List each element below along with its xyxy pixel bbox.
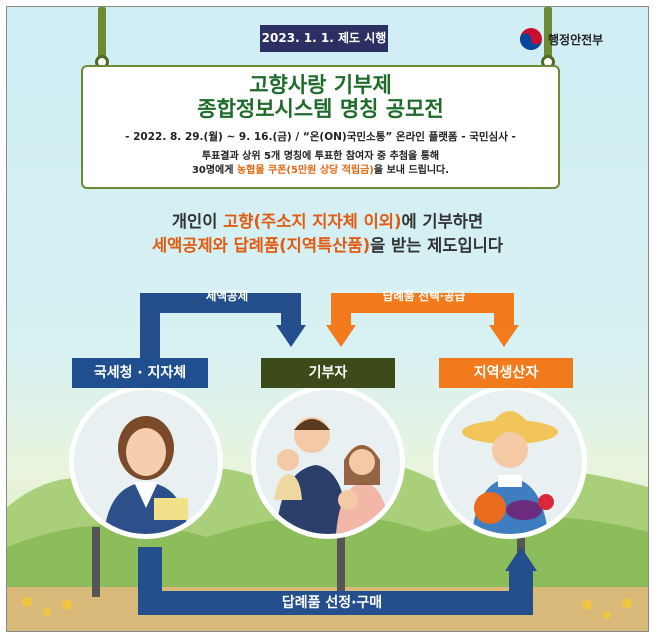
tax-credit-label: 세액공제 — [205, 289, 249, 303]
launch-date-badge: 2023. 1. 1. 제도 시행 — [260, 25, 388, 52]
board-title-line1: 고향사랑 기부제 — [249, 73, 392, 97]
donor-illustration — [251, 385, 405, 539]
ministry-name: 행정안전부 — [548, 32, 604, 47]
tax-credit-arrowhead — [276, 325, 306, 347]
desc-text-c: 에 기부하면 — [401, 212, 484, 231]
board-title-line2: 종합정보시스템 명칭 공모전 — [197, 97, 444, 121]
gift-to-donor-arrow — [331, 293, 504, 325]
gift-to-producer-arrowhead — [489, 325, 519, 347]
tax-office-box: 국세청 · 지자체 — [72, 358, 208, 388]
gift-purchase-arrow — [138, 547, 533, 615]
flow-diagram — [138, 293, 537, 615]
reward-info-line2: 30명에게 농협몰 쿠폰(5만원 상당 적립금)을 보내 드립니다. — [83, 164, 558, 178]
system-description: 개인이 고향(주소지 지자체 이외)에 기부하면 세액공제와 답례품(지역특산품… — [7, 210, 648, 258]
desc-highlight-hometown: 고향(주소지 지자체 이외) — [223, 212, 402, 231]
description-line2: 세액공제와 답례품(지역특산품)을 받는 제도입니다 — [7, 234, 648, 258]
poster: 2023. 1. 1. 제도 시행 행정안전부 고향사랑 기부제 종합정보시스템… — [6, 6, 649, 632]
taegeuk-logo-icon — [520, 28, 542, 50]
gift-to-donor-arrowhead — [326, 325, 356, 347]
description-line1: 개인이 고향(주소지 지자체 이외)에 기부하면 — [7, 210, 648, 234]
producer-box: 지역생산자 — [439, 358, 573, 388]
official-woman-icon — [74, 390, 218, 534]
desc-text-end: 을 받는 제도입니다 — [370, 236, 504, 255]
gift-purchase-label: 답례품 선정·구매 — [281, 595, 383, 611]
donor-box: 기부자 — [261, 358, 395, 388]
reward-info-line1: 투표결과 상위 5개 명칭에 투표한 참여자 중 추첨을 통해 — [201, 151, 440, 162]
gift-purchase-arrowhead — [505, 547, 537, 571]
farmer-icon — [438, 390, 582, 534]
ministry-logo: 행정안전부 — [519, 27, 603, 51]
reward-coupon-highlight: 농협몰 쿠폰(5만원 상당 적립금) — [236, 165, 374, 176]
family-icon — [256, 390, 400, 534]
reward-info-suffix: 을 보내 드립니다. — [373, 165, 450, 176]
board-pole-left — [98, 7, 106, 77]
tax-credit-arrow — [140, 293, 301, 367]
board-pole-right — [544, 7, 552, 77]
contest-period: - 2022. 8. 29.(월) ~ 9. 16.(금) / “온(ON)국민… — [125, 131, 516, 143]
tax-office-illustration — [69, 385, 223, 539]
desc-highlight-benefits: 세액공제와 답례품(지역특산품) — [151, 236, 371, 255]
producer-illustration — [433, 385, 587, 539]
contest-board: 고향사랑 기부제 종합정보시스템 명칭 공모전 - 2022. 8. 29.(월… — [81, 65, 560, 189]
desc-text-a: 개인이 — [171, 212, 224, 231]
reward-info-prefix: 30명에게 — [191, 165, 237, 176]
gift-select-label: 답례품 선택·공급 — [382, 289, 466, 303]
